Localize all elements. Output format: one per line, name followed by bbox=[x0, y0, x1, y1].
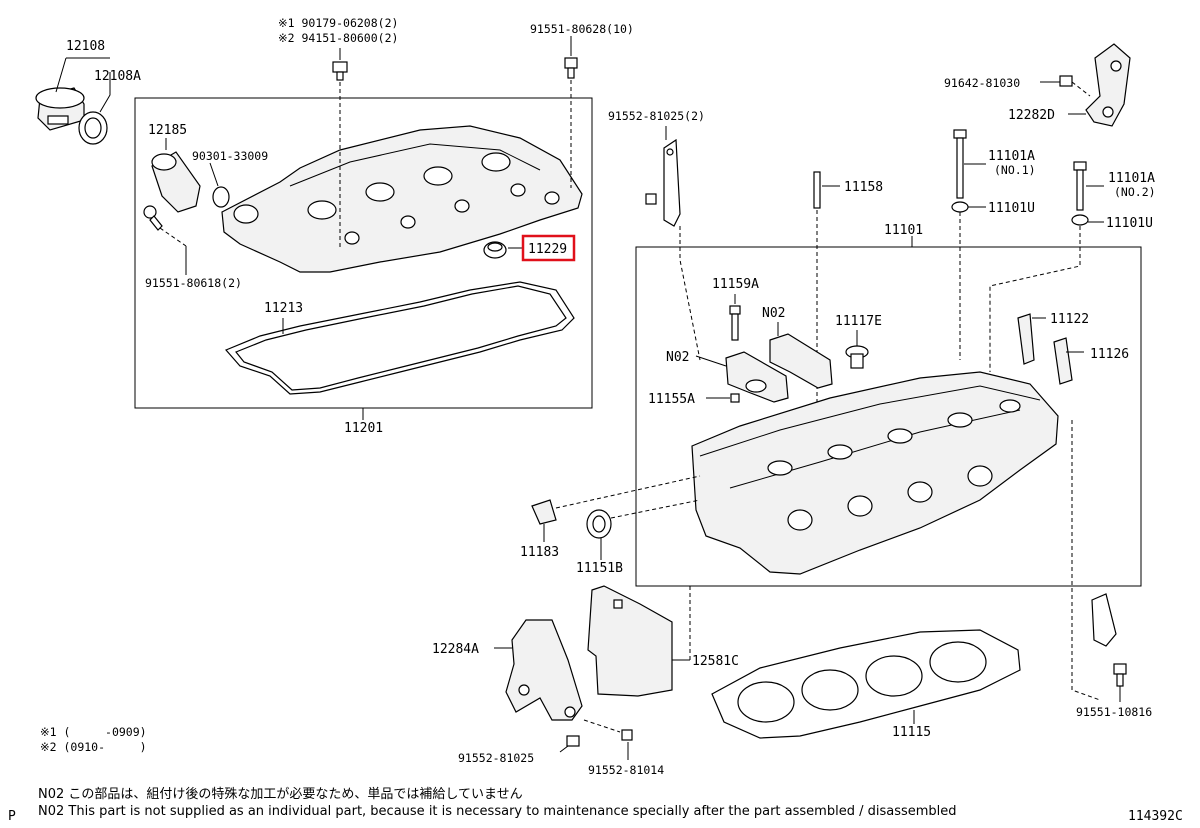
cover-plate-12581c[interactable] bbox=[587, 585, 673, 697]
label-94151: ※2 94151-80600(2) bbox=[278, 31, 398, 45]
head-assembly-box bbox=[635, 246, 1142, 587]
o-ring-90301[interactable] bbox=[212, 186, 230, 208]
cover-gasket-11213[interactable] bbox=[224, 281, 575, 395]
dowel-11155a[interactable] bbox=[730, 393, 740, 403]
label-12581c: 12581C bbox=[692, 654, 739, 669]
engine-hanger-12284a[interactable] bbox=[505, 619, 583, 721]
label-11101a-no1-sub: (NO.1) bbox=[994, 163, 1036, 177]
valve-guide-11126[interactable] bbox=[1053, 337, 1073, 385]
label-90179: ※1 90179-06208(2) bbox=[278, 16, 398, 30]
label-91552-81025: 91552-81025 bbox=[458, 751, 534, 765]
washer-11101u-1[interactable] bbox=[951, 201, 969, 213]
label-11213: 11213 bbox=[264, 301, 303, 316]
cylinder-head[interactable] bbox=[691, 371, 1059, 575]
label-91551-80618: 91551-80618(2) bbox=[145, 276, 242, 290]
label-11183: 11183 bbox=[520, 545, 559, 560]
label-12282d: 12282D bbox=[1008, 108, 1055, 123]
head-bolt-no2[interactable] bbox=[1073, 161, 1087, 211]
label-11158: 11158 bbox=[844, 180, 883, 195]
label-11201: 11201 bbox=[344, 421, 383, 436]
label-11101u-2: 11101U bbox=[1106, 216, 1153, 231]
oil-seal-11151b[interactable] bbox=[586, 509, 612, 539]
note-japanese: N02 この部品は、組付け後の特殊な加工が必要なため、単品では補給していません bbox=[38, 786, 523, 802]
filler-cap-gasket[interactable] bbox=[78, 111, 108, 145]
label-11229[interactable]: 11229 bbox=[528, 242, 567, 257]
bolt-91551-10816[interactable] bbox=[1113, 663, 1127, 687]
bolt-91551-80618[interactable] bbox=[143, 205, 163, 231]
label-91551-80628: 91551-80628(10) bbox=[530, 22, 634, 36]
bolt-11159a[interactable] bbox=[729, 305, 741, 341]
highlight-box-11229 bbox=[521, 234, 576, 262]
label-11159a: 11159A bbox=[712, 277, 759, 292]
label-n02-upper: N02 bbox=[762, 306, 785, 321]
label-11101a-no2: 11101A bbox=[1108, 171, 1155, 186]
head-gasket-11115[interactable] bbox=[711, 629, 1021, 739]
valve-guide-11122[interactable] bbox=[1017, 313, 1035, 365]
label-11101u-1: 11101U bbox=[988, 201, 1035, 216]
label-11101a-no1: 11101A bbox=[988, 149, 1035, 164]
label-91642: 91642-81030 bbox=[944, 76, 1020, 90]
footnote-1: ※1 ( -0909) bbox=[40, 725, 147, 739]
washer-11101u-2[interactable] bbox=[1071, 214, 1089, 226]
bolt-91552-81025[interactable] bbox=[566, 735, 580, 747]
label-11122: 11122 bbox=[1050, 312, 1089, 327]
label-11101a-no2-sub: (NO.2) bbox=[1114, 185, 1156, 199]
label-11126: 11126 bbox=[1090, 347, 1129, 362]
note-english: N02 This part is not supplied as an indi… bbox=[38, 804, 957, 819]
label-91552-81014: 91552-81014 bbox=[588, 763, 664, 777]
oil-filler-pipe[interactable] bbox=[151, 151, 201, 213]
engine-hanger-12282d[interactable] bbox=[1085, 43, 1131, 127]
bolt-91552-81025-top[interactable] bbox=[645, 193, 657, 205]
bolt-91551-80628[interactable] bbox=[564, 57, 578, 79]
label-11101: 11101 bbox=[884, 223, 923, 238]
label-90301: 90301-33009 bbox=[192, 149, 268, 163]
bolt-91642[interactable] bbox=[1059, 75, 1073, 87]
label-11155a: 11155A bbox=[648, 392, 695, 407]
label-11115: 11115 bbox=[892, 725, 931, 740]
cylinder-head-cover[interactable] bbox=[221, 125, 583, 273]
label-12185: 12185 bbox=[148, 123, 187, 138]
corner-code-left: P bbox=[8, 809, 16, 824]
label-12108: 12108 bbox=[66, 39, 105, 54]
hook-plate-right[interactable] bbox=[1091, 593, 1117, 647]
oil-filler-cap[interactable] bbox=[35, 87, 85, 131]
footnote-2: ※2 (0910- ) bbox=[40, 740, 147, 754]
seal-ring-11229[interactable] bbox=[483, 241, 507, 259]
label-11151b: 11151B bbox=[576, 561, 623, 576]
bearing-cap-n02-right[interactable] bbox=[769, 333, 833, 389]
bolt-91552-81014[interactable] bbox=[621, 729, 633, 741]
label-n02-lower: N02 bbox=[666, 350, 689, 365]
label-91552-81025-2: 91552-81025(2) bbox=[608, 109, 705, 123]
label-12284a: 12284A bbox=[432, 642, 479, 657]
label-11117e: 11117E bbox=[835, 314, 882, 329]
bearing-cap-n02-left[interactable] bbox=[725, 351, 789, 403]
diagram-code: 114392C bbox=[1128, 809, 1183, 824]
hook-plate-91552[interactable] bbox=[663, 138, 681, 227]
stud-11158[interactable] bbox=[813, 171, 821, 209]
plug-11183[interactable] bbox=[531, 499, 557, 525]
label-12108a: 12108A bbox=[94, 69, 141, 84]
head-bolt-no1[interactable] bbox=[953, 129, 967, 199]
bolt-90179[interactable] bbox=[332, 61, 348, 81]
plug-11117e[interactable] bbox=[845, 345, 869, 369]
label-91551-10816: 91551-10816 bbox=[1076, 705, 1152, 719]
